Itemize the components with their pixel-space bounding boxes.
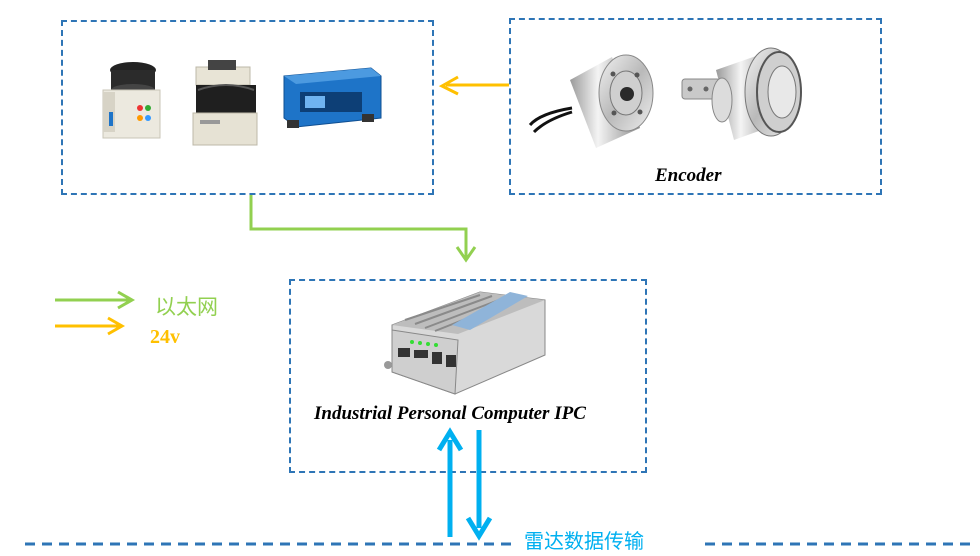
encoder-group-box xyxy=(509,18,882,195)
sensor-group-box xyxy=(61,20,434,195)
laser-scanner-icon xyxy=(102,62,161,139)
legend-24v-label: 24v xyxy=(150,326,180,348)
ipc-group-box xyxy=(289,279,647,473)
legend-power-arrow xyxy=(55,316,126,336)
radar-arrow-down xyxy=(465,430,493,541)
power-arrow-encoder-to-sensors xyxy=(438,75,509,96)
legend-ethernet-arrow xyxy=(55,290,136,310)
ipc-label: Industrial Personal Computer IPC xyxy=(314,403,586,424)
rotary-encoder-icon xyxy=(528,54,654,148)
measuring-wheel-encoder-icon xyxy=(681,47,802,140)
blue-lidar-sensor-icon xyxy=(283,67,382,128)
safety-scanner-icon xyxy=(192,60,258,146)
legend-ethernet-label: 以太网 xyxy=(155,295,218,319)
radar-arrow-up xyxy=(436,427,464,537)
radar-data-label: 雷达数据传输 xyxy=(524,529,644,553)
ethernet-arrow-sensors-to-ipc xyxy=(249,195,477,263)
industrial-pc-icon xyxy=(384,291,546,395)
encoder-label: Encoder xyxy=(655,165,722,186)
